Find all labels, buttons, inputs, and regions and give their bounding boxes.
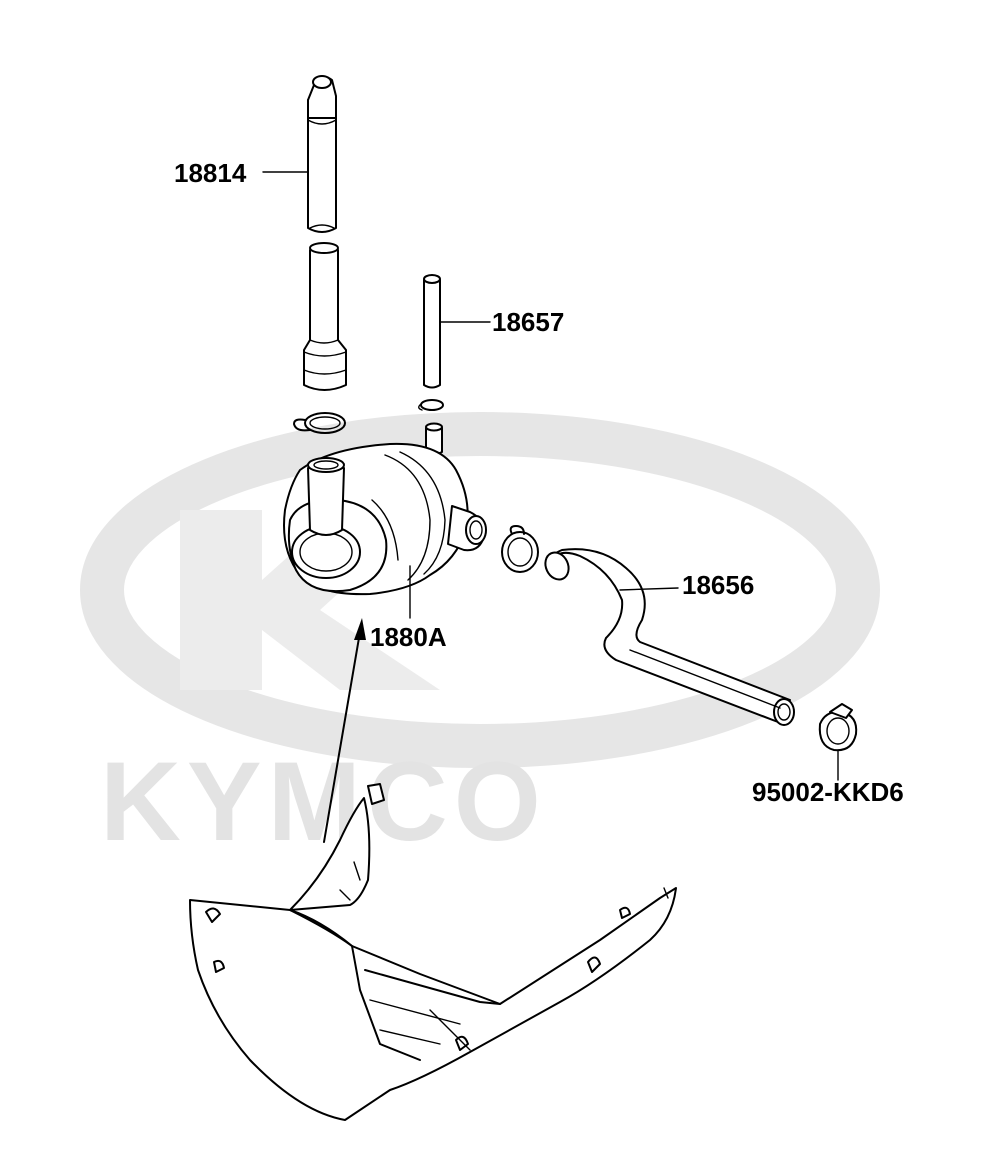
filter-assembly-part xyxy=(283,422,487,596)
watermark-brand-text: KYMCO xyxy=(100,739,547,864)
watermark-logo-ring xyxy=(80,412,880,768)
bent-hose-part xyxy=(544,548,795,726)
part-number-18814: 18814 xyxy=(174,158,247,188)
underbody-cover-part xyxy=(189,783,677,1121)
hose-clamp-part xyxy=(818,703,858,752)
part-number-1880A: 1880A xyxy=(370,622,447,652)
assembly-arrow xyxy=(323,618,366,843)
small-tube-part xyxy=(423,274,441,389)
part-number-95002-KKD6: 95002-KKD6 xyxy=(752,777,904,807)
part-number-18657: 18657 xyxy=(492,307,564,337)
part-number-18656: 18656 xyxy=(682,570,754,600)
kymco-watermark: KYMCO xyxy=(80,412,880,864)
hose-clip-ring xyxy=(501,525,539,573)
leader-18656 xyxy=(619,587,679,591)
tube-clip-ring xyxy=(293,412,346,434)
breather-tube-part xyxy=(303,75,347,391)
small-clip-ring xyxy=(418,399,444,411)
